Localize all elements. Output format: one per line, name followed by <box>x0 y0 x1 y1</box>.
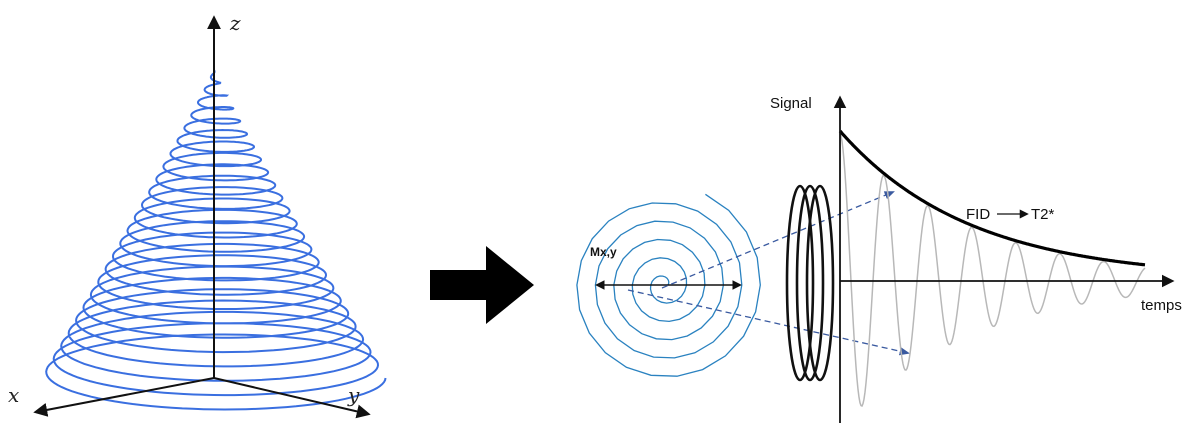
transition-arrow <box>430 246 534 324</box>
receiver-coil <box>785 184 835 382</box>
projection-arrow-lower <box>627 289 911 356</box>
fid-label: FID <box>966 206 990 223</box>
magnetization-helix <box>45 69 387 411</box>
x-axis <box>33 377 215 417</box>
y-axis <box>213 377 371 419</box>
t2-star-envelope <box>838 129 1146 267</box>
time-axis-label: temps <box>1141 297 1182 314</box>
mxy-label: Mx,y <box>590 245 617 259</box>
fid-oscillation <box>839 132 1146 407</box>
signal-axis-label: Signal <box>770 95 812 112</box>
fid-panel: Mx,y Signal temps FID T2* <box>576 95 1182 423</box>
projection-arrow-upper <box>661 191 895 289</box>
t2-star-label: T2* <box>1031 206 1055 223</box>
y-axis-label: y <box>347 383 360 407</box>
helix-panel: z x y <box>8 11 387 419</box>
transverse-spiral <box>576 193 761 377</box>
x-axis-label: x <box>8 383 19 407</box>
z-axis-label: z <box>229 11 241 35</box>
